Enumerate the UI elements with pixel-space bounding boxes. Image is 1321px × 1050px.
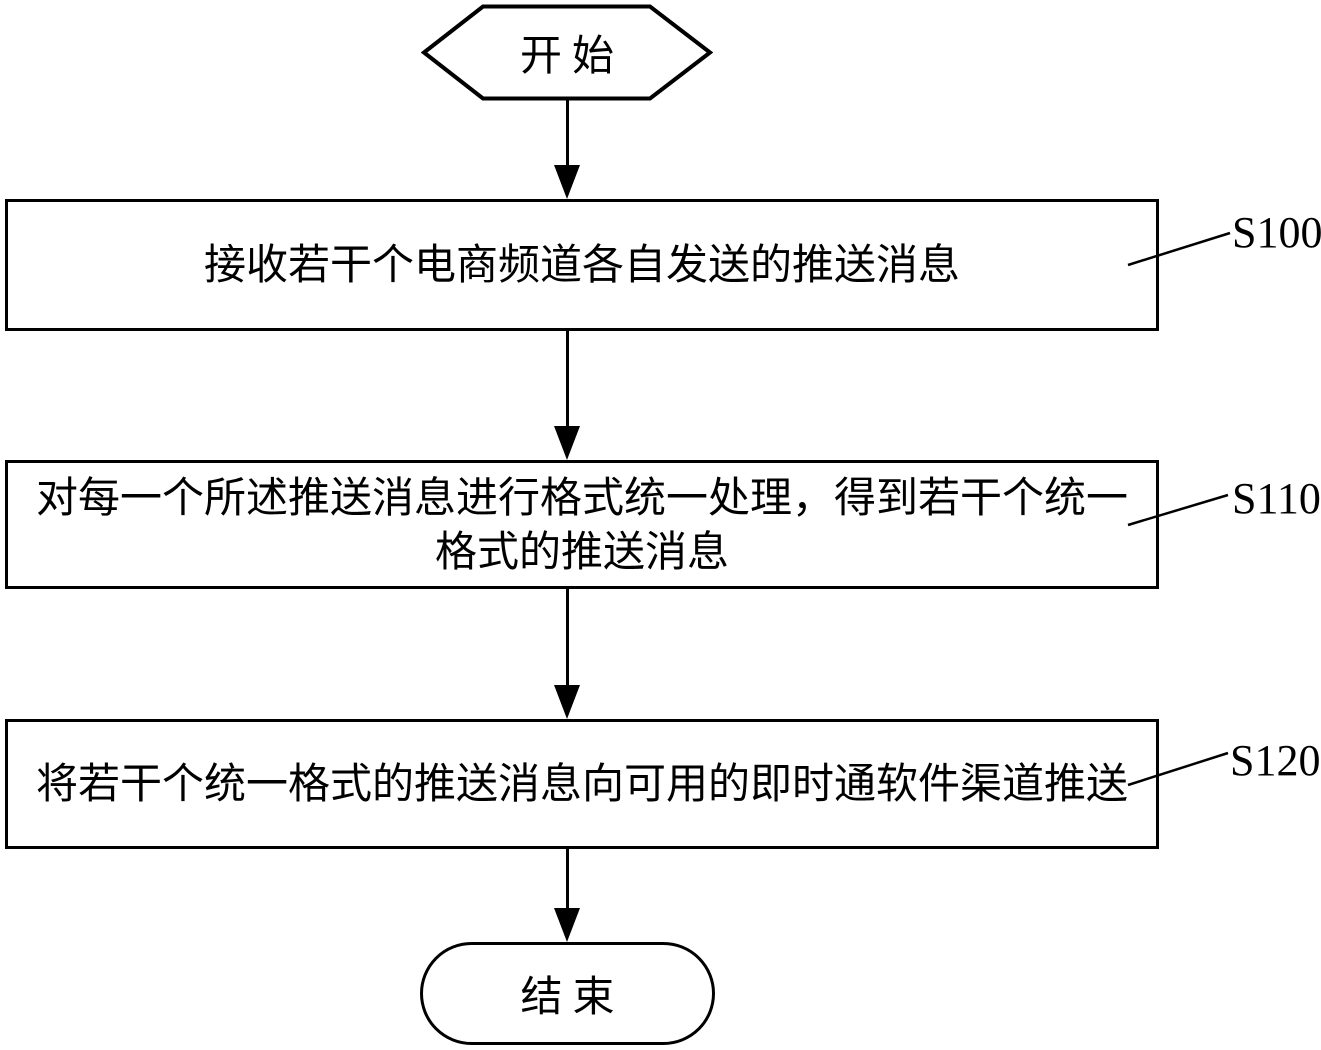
end-label: 结束 (520, 973, 625, 1020)
start-label: 开始 (519, 32, 624, 79)
step-box-s120: 将若干个统一格式的推送消息向可用的即时通软件渠道推送 (5, 719, 1159, 849)
arrow-head (554, 685, 580, 719)
start-node: 开始 (421, 4, 713, 101)
arrow-head (554, 908, 580, 942)
arrow-down-icon (554, 100, 580, 199)
arrow-head (554, 426, 580, 460)
step-box-s100: 接收若干个电商频道各自发送的推送消息 (5, 199, 1159, 331)
arrow-down-icon (554, 589, 580, 719)
arrow-head (554, 165, 580, 199)
step-text-s120: 将若干个统一格式的推送消息向可用的即时通软件渠道推送 (35, 760, 1128, 807)
arrow-down-icon (554, 849, 580, 942)
arrow-shaft (565, 849, 569, 908)
step-text-s100: 接收若干个电商频道各自发送的推送消息 (203, 241, 960, 288)
step-id-s110: S110 (1232, 474, 1321, 523)
arrow-shaft (565, 589, 569, 685)
arrow-shaft (565, 331, 569, 426)
arrow-down-icon (554, 331, 580, 460)
arrow-shaft (565, 100, 569, 165)
step-text-s110: 对每一个所述推送消息进行格式统一处理，得到若干个统一格式的推送消息 (35, 473, 1128, 575)
end-node: 结束 (420, 942, 715, 1045)
step-box-s110: 对每一个所述推送消息进行格式统一处理，得到若干个统一格式的推送消息 (5, 460, 1159, 589)
step-id-s120: S120 (1230, 736, 1321, 785)
hexagon-icon (421, 4, 713, 101)
step-id-s100: S100 (1232, 208, 1321, 257)
